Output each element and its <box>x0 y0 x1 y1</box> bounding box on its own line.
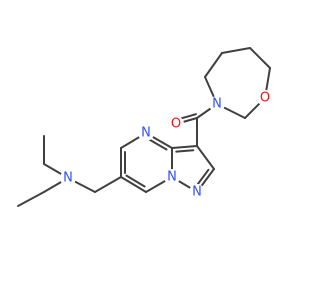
bond-c7-c6-double <box>125 174 146 188</box>
bond-n1-c2-double <box>195 168 210 188</box>
bond-ox-cb-cc <box>221 47 251 54</box>
bond-n4-c3a-double <box>146 137 168 151</box>
bond-c7-c6 <box>120 176 147 193</box>
bond-ox-cc-cd <box>249 47 271 69</box>
atom-label-n-pyrazole: N <box>192 185 202 200</box>
atom-background-o-carbonyl <box>168 116 184 132</box>
atom-label-n-oxazepane: N <box>212 97 222 112</box>
atom-background-n-oxazepane <box>209 96 225 112</box>
bond-c2-c3 <box>196 145 215 170</box>
atom-background-o-ring <box>257 90 273 106</box>
atom-background-n-bridge <box>164 169 180 185</box>
atom-background-n-diethyl <box>60 170 76 186</box>
atom-background-n-pyrazole <box>189 184 205 200</box>
bond-ethyl2-c1c2 <box>17 191 45 207</box>
atom-label-n-bridge: N <box>167 170 177 185</box>
bond-c3-c3a <box>171 145 198 149</box>
atom-label-n-diethyl: N <box>63 171 73 186</box>
bond-c3-c3a-double <box>175 149 195 153</box>
atom-label-o-carbonyl: O <box>171 117 181 132</box>
atom-background-n-pyrimidine <box>138 125 154 141</box>
atom-label-n-pyrimidine: N <box>141 126 151 141</box>
atom-label-o-ring: O <box>260 91 270 106</box>
bond-ox-ca-cb <box>204 52 223 78</box>
bond-ch2-ring <box>94 176 122 193</box>
